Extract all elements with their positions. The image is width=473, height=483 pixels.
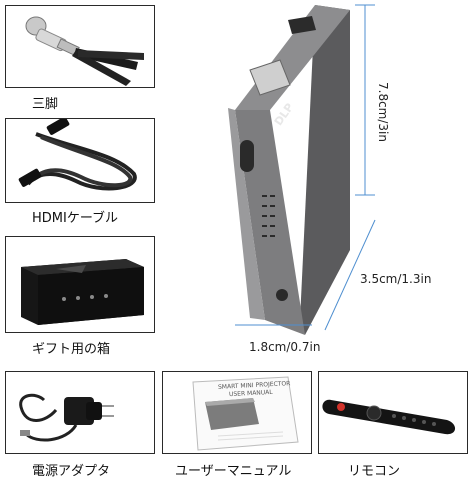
giftbox-frame bbox=[5, 236, 155, 333]
gift-box-icon bbox=[21, 259, 144, 325]
adapter-frame bbox=[5, 371, 155, 454]
depth-dimension-label: 3.5cm/1.3in bbox=[360, 272, 432, 286]
manual-frame: SMART MINI PROJECTOR USER MANUAL bbox=[162, 371, 312, 454]
tripod-frame bbox=[5, 5, 155, 88]
projector-badge: DLP bbox=[271, 100, 297, 129]
user-manual-icon bbox=[192, 376, 299, 451]
hdmi-cable-icon bbox=[18, 119, 137, 191]
height-dimension-label: 7.8cm/3in bbox=[376, 82, 390, 142]
tripod-icon bbox=[25, 16, 144, 86]
adapter-label: 電源アダプタ bbox=[32, 464, 111, 479]
remote-frame bbox=[318, 371, 468, 454]
remote-control-icon bbox=[322, 399, 456, 435]
hdmi-frame bbox=[5, 118, 155, 203]
power-adapter-icon bbox=[19, 393, 114, 442]
manual-label: ユーザーマニュアル bbox=[175, 464, 292, 479]
tripod-label: 三脚 bbox=[32, 97, 59, 112]
thickness-dimension-label: 1.8cm/0.7in bbox=[249, 340, 321, 354]
remote-label: リモコン bbox=[348, 464, 401, 479]
giftbox-label: ギフト用の箱 bbox=[32, 342, 111, 357]
hdmi-label: HDMIケーブル bbox=[32, 211, 119, 226]
